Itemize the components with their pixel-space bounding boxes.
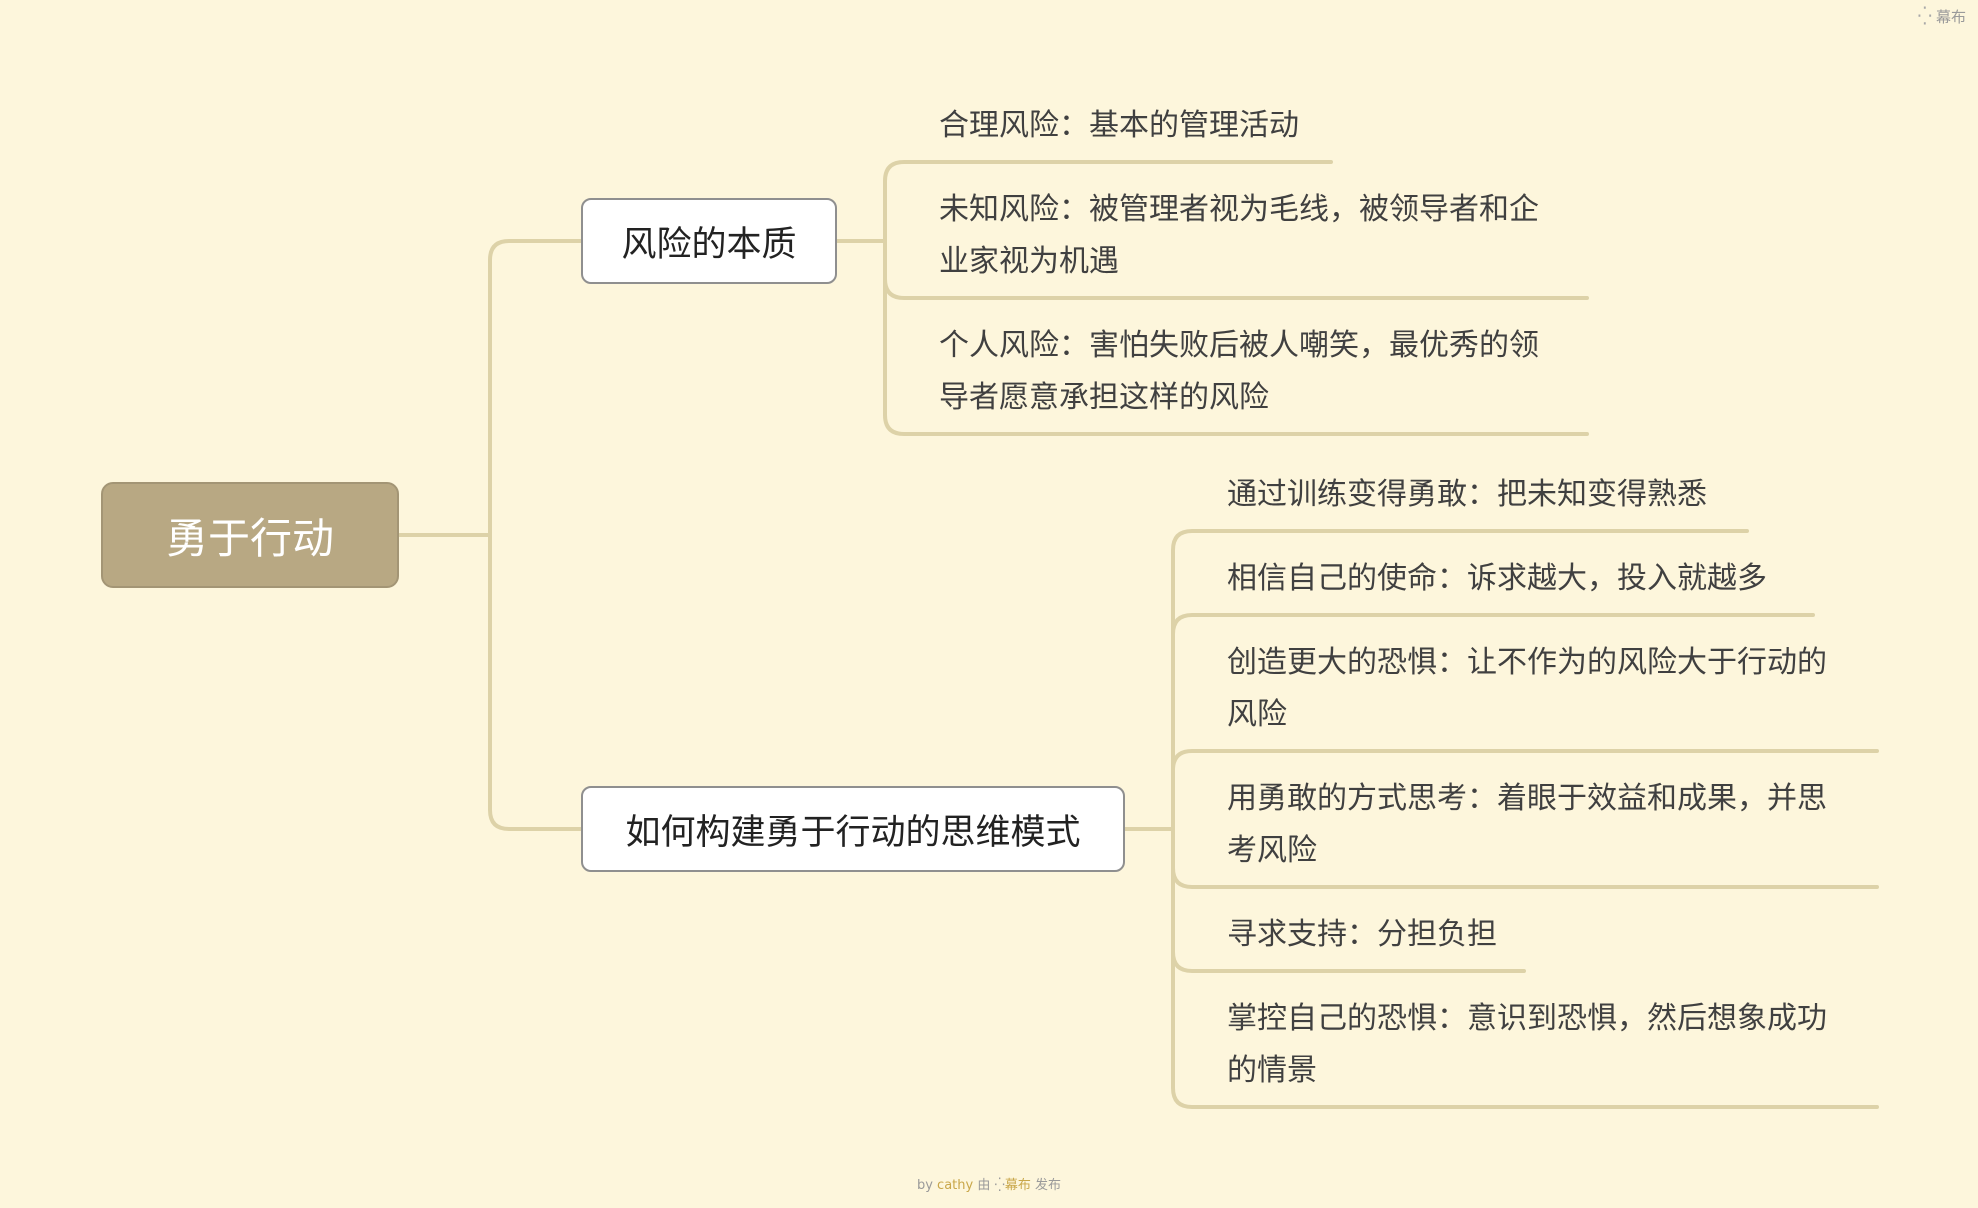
- branch-label: 如何构建勇于行动的思维模式: [625, 812, 1081, 853]
- leaf-line: 业家视为机遇: [939, 244, 1119, 279]
- footer-author[interactable]: cathy: [937, 1178, 974, 1193]
- leaf-node[interactable]: 相信自己的使命：诉求越大，投入就越多: [1227, 553, 1767, 605]
- leaf-line: 导者愿意承担这样的风险: [939, 380, 1269, 415]
- leaf-node[interactable]: 掌控自己的恐惧：意识到恐惧，然后想象成功 的情景: [1227, 993, 1827, 1097]
- leaf-line: 合理风险：基本的管理活动: [939, 108, 1299, 143]
- leaf-node[interactable]: 创造更大的恐惧：让不作为的风险大于行动的 风险: [1227, 637, 1827, 741]
- leaf-node[interactable]: 未知风险：被管理者视为毛线，被领导者和企 业家视为机遇: [939, 184, 1539, 288]
- leaf-node[interactable]: 用勇敢的方式思考：着眼于效益和成果，并思 考风险: [1227, 773, 1827, 877]
- brand-label: 幕布: [1935, 8, 1966, 26]
- leaf-line: 掌控自己的恐惧：意识到恐惧，然后想象成功: [1227, 1001, 1827, 1036]
- branch-label: 风险的本质: [621, 224, 797, 265]
- branch-node-build-mindset[interactable]: 如何构建勇于行动的思维模式: [581, 786, 1125, 872]
- footer-via: 由: [977, 1178, 991, 1193]
- mubu-logo-icon: ⁛: [1917, 6, 1932, 27]
- leaf-line: 创造更大的恐惧：让不作为的风险大于行动的: [1227, 645, 1827, 680]
- leaf-node[interactable]: 合理风险：基本的管理活动: [939, 100, 1299, 152]
- leaf-line: 寻求支持：分担负担: [1227, 917, 1497, 952]
- leaf-line: 个人风险：害怕失败后被人嘲笑，最优秀的领: [939, 328, 1539, 363]
- footer-action: 发布: [1035, 1178, 1062, 1193]
- root-node[interactable]: 勇于行动: [101, 482, 399, 588]
- leaf-line: 未知风险：被管理者视为毛线，被领导者和企: [939, 192, 1539, 227]
- branch-node-risk-nature[interactable]: 风险的本质: [581, 198, 837, 284]
- leaf-node[interactable]: 个人风险：害怕失败后被人嘲笑，最优秀的领 导者愿意承担这样的风险: [939, 320, 1539, 424]
- leaf-node[interactable]: 寻求支持：分担负担: [1227, 909, 1497, 961]
- brand-mark: ⁛ 幕布: [1918, 6, 1966, 27]
- leaf-line: 相信自己的使命：诉求越大，投入就越多: [1227, 561, 1767, 596]
- footer-by: by: [916, 1178, 933, 1193]
- mubu-small-logo-icon: ⁛: [994, 1178, 1005, 1193]
- leaf-line: 风险: [1227, 697, 1287, 732]
- leaf-line: 考风险: [1227, 833, 1317, 868]
- footer-platform[interactable]: 幕布: [1004, 1178, 1031, 1193]
- leaf-line: 用勇敢的方式思考：着眼于效益和成果，并思: [1227, 781, 1827, 816]
- leaf-line: 的情景: [1227, 1053, 1317, 1088]
- leaf-line: 通过训练变得勇敢：把未知变得熟悉: [1227, 477, 1707, 512]
- branch-trunk: [488, 239, 583, 537]
- publish-footer: by cathy 由 ⁛幕布 发布: [0, 1174, 1978, 1193]
- leaf-node[interactable]: 通过训练变得勇敢：把未知变得熟悉: [1227, 469, 1707, 521]
- root-label: 勇于行动: [165, 513, 334, 563]
